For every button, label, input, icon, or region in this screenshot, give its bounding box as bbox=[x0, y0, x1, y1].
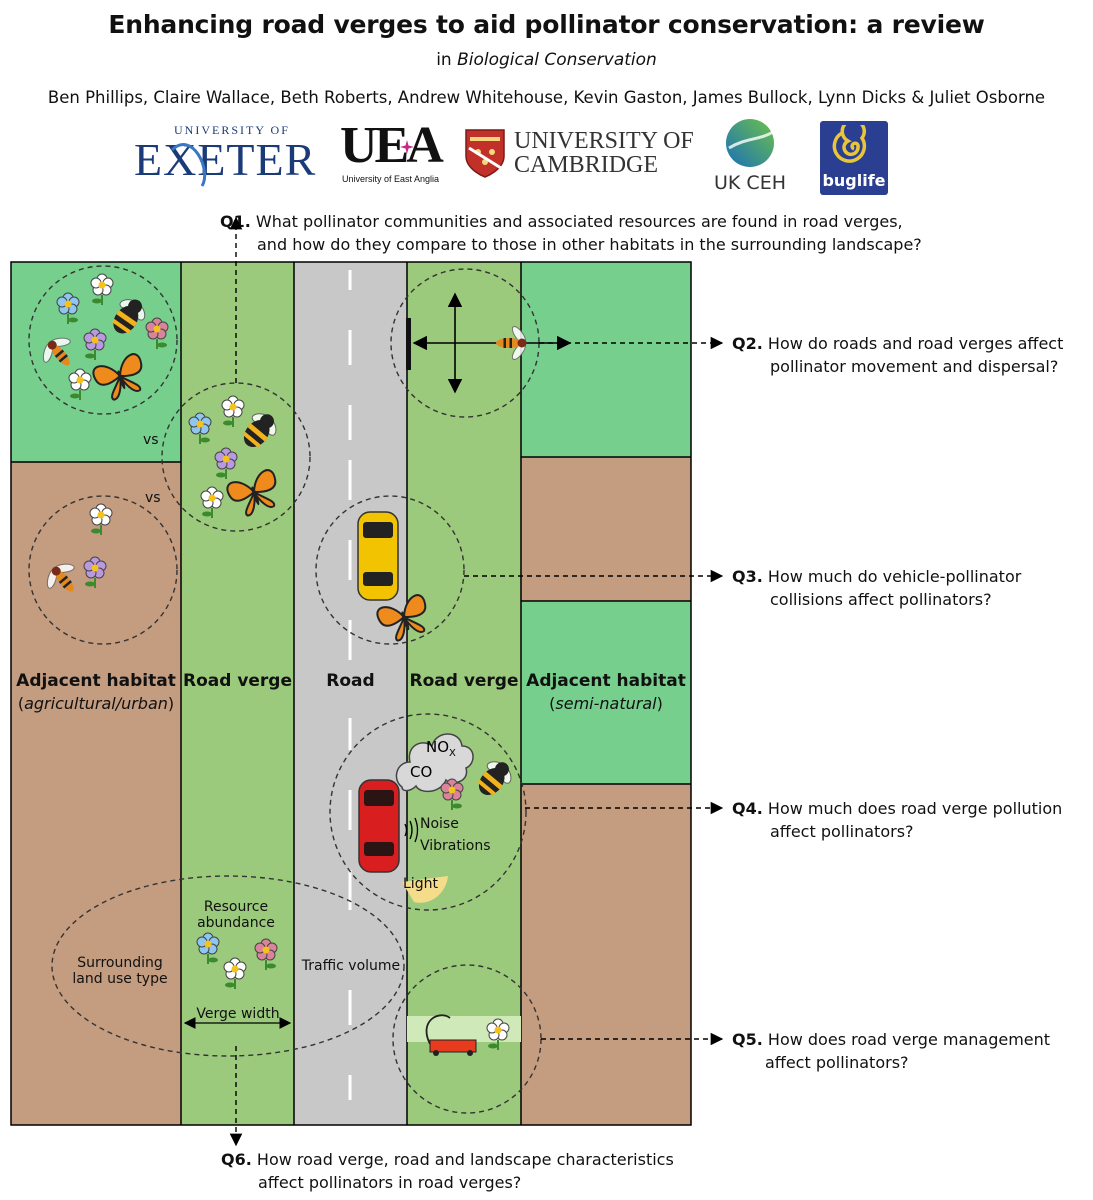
left-road-verge bbox=[181, 262, 294, 1125]
vibrations-label: Vibrations bbox=[420, 838, 491, 854]
adjacent-right-agricultural-block-bottom bbox=[521, 784, 691, 1125]
co-label: CO bbox=[410, 763, 432, 781]
question-2: Q2. How do roads and road verges affect … bbox=[732, 334, 1064, 376]
yellow-car-icon bbox=[357, 511, 399, 601]
pollution-cloud-icon bbox=[395, 733, 474, 793]
question-3: Q3. How much do vehicle-pollinator colli… bbox=[732, 567, 1022, 609]
adjacent-left-semi-natural-block bbox=[11, 262, 181, 462]
q1-circle-adjacent-semi-natural bbox=[28, 265, 178, 415]
journal-name: Biological Conservation bbox=[457, 50, 657, 70]
uea-logo-main: UEA bbox=[340, 117, 444, 174]
lawn-mower-icon bbox=[425, 1014, 477, 1056]
ukceh-logo-text: UK CEH bbox=[714, 172, 786, 194]
cambridge-shield-icon bbox=[465, 129, 505, 178]
right-road-verge bbox=[407, 262, 521, 1125]
headlight-beam bbox=[402, 876, 448, 903]
red-car-icon bbox=[358, 779, 400, 873]
ukceh-globe-icon bbox=[726, 119, 774, 167]
vs-label-1: vs bbox=[143, 432, 159, 448]
q1-circle-adjacent-agricultural bbox=[28, 495, 178, 645]
cambridge-logo-line2: CAMBRIDGE bbox=[514, 152, 659, 178]
question-1: Q1. What pollinator communities and asso… bbox=[220, 210, 1090, 256]
journal-prefix: in bbox=[436, 50, 452, 70]
vs-label-2: vs bbox=[145, 490, 161, 506]
adjacent-right-semi-natural-block-mid bbox=[521, 601, 691, 784]
uea-logo-sub: University of East Anglia bbox=[342, 174, 440, 184]
question-1-line2: and how do they compare to those in othe… bbox=[257, 235, 922, 254]
noise-label: Noise bbox=[420, 816, 459, 832]
uea-star-icon bbox=[400, 140, 414, 154]
question-5: Q5. How does road verge management affec… bbox=[732, 1030, 1051, 1072]
poster-title: Enhancing road verges to aid pollinator … bbox=[108, 10, 985, 39]
adjacent-right-sublabel: (semi-natural) bbox=[549, 694, 663, 713]
question-1-line1: What pollinator communities and associat… bbox=[255, 212, 903, 231]
q6-ellipse bbox=[51, 875, 405, 1057]
cambridge-logo: UNIVERSITY OF CAMBRIDGE bbox=[464, 124, 694, 184]
light-label: Light bbox=[403, 876, 438, 892]
cambridge-logo-line1: UNIVERSITY OF bbox=[514, 128, 694, 154]
nox-label: NOX bbox=[426, 738, 456, 759]
q4-circle bbox=[329, 713, 527, 911]
adjacent-right-agricultural-block-top bbox=[521, 457, 691, 601]
exeter-swoosh-icon bbox=[170, 143, 207, 187]
exeter-logo-main: EXETER bbox=[134, 134, 317, 185]
buglife-spiral-icon bbox=[832, 125, 867, 163]
adjacent-right-label: Adjacent habitat bbox=[526, 671, 686, 691]
authors: Ben Phillips, Claire Wallace, Beth Rober… bbox=[47, 88, 1046, 107]
question-4: Q4. How much does road verge pollution a… bbox=[732, 799, 1063, 841]
journal-line: in Biological Conservation bbox=[0, 50, 1093, 70]
road-barrier bbox=[406, 318, 411, 370]
road-label: Road bbox=[326, 671, 375, 691]
adjacent-right-semi-natural-block-top bbox=[521, 262, 691, 457]
traffic-volume-label: Traffic volume bbox=[301, 958, 401, 974]
question-6: Q6. How road verge, road and landscape c… bbox=[221, 1150, 674, 1192]
verge-right-label: Road verge bbox=[409, 671, 519, 691]
q1-circle-verge bbox=[161, 382, 311, 532]
buglife-logo-text: buglife bbox=[822, 171, 886, 190]
uea-logo: UEA University of East Anglia bbox=[340, 117, 450, 192]
adjacent-left-sublabel: (agricultural/urban) bbox=[17, 694, 175, 713]
exeter-logo: UNIVERSITY OF EXETER bbox=[132, 120, 317, 190]
buglife-logo: buglife bbox=[820, 121, 888, 195]
adjacent-left-label: Adjacent habitat bbox=[16, 671, 176, 691]
verge-width-label: Verge width bbox=[196, 1006, 280, 1022]
vibration-waves-icon bbox=[404, 817, 419, 843]
exeter-logo-top: UNIVERSITY OF bbox=[174, 123, 290, 137]
q3-circle bbox=[315, 495, 465, 645]
ukceh-logo: UK CEH bbox=[714, 118, 786, 198]
verge-left-label: Road verge bbox=[182, 671, 293, 691]
